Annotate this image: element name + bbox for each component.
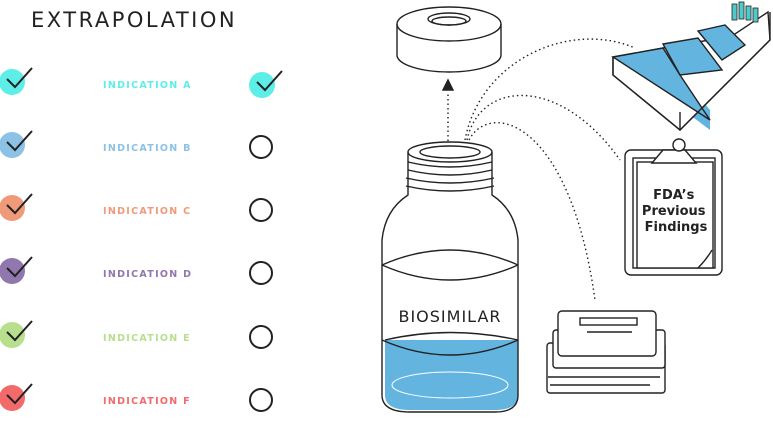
indication-row: INDICATION B — [0, 128, 300, 168]
bottle-label: BIOSIMILAR — [398, 307, 501, 326]
bottle-cap-icon — [396, 6, 502, 73]
biosimilar-bottle-icon: BIOSIMILAR — [381, 141, 519, 413]
checkmark-icon — [4, 318, 34, 349]
indication-label: INDICATION D — [103, 269, 193, 280]
reference-check-dot — [0, 69, 25, 95]
reference-check-dot — [0, 195, 25, 221]
extrapolation-illustration: BIOSIMILAR FDA’s Previous Findings — [381, 1, 771, 413]
indication-label: INDICATION A — [103, 80, 192, 91]
checkmark-icon — [254, 68, 284, 99]
indication-label: INDICATION F — [103, 396, 191, 407]
reference-check-dot — [0, 132, 25, 158]
books-stack-icon — [546, 310, 666, 394]
dotted-connectors — [464, 38, 636, 301]
reference-check-dot — [0, 385, 25, 411]
indication-label: INDICATION C — [103, 206, 192, 217]
reference-check-dot — [0, 258, 25, 284]
checkmark-icon — [4, 381, 34, 412]
clipboard-line-2: Previous — [642, 204, 706, 219]
stairs-icon — [611, 1, 771, 131]
empty-circle-icon[interactable] — [249, 325, 273, 349]
svg-text:FDA’s Previous Fin: FDA’s Previous Findings — [642, 188, 710, 235]
empty-circle-icon[interactable] — [249, 135, 273, 159]
empty-circle-icon[interactable] — [249, 388, 273, 412]
people-icon — [731, 1, 759, 23]
clipboard-line-1: FDA’s — [653, 188, 694, 203]
checkmark-icon — [4, 128, 34, 159]
indication-row: INDICATION E — [0, 318, 300, 358]
indication-row: INDICATION D — [0, 254, 300, 294]
indication-label: INDICATION E — [103, 333, 191, 344]
clipboard-line-3: Findings — [645, 220, 708, 235]
indication-row: INDICATION C — [0, 191, 300, 231]
indication-row: INDICATION A — [0, 65, 300, 105]
page-title: EXTRAPOLATION — [31, 8, 238, 32]
clipboard-icon: FDA’s Previous Findings — [624, 138, 723, 276]
reference-check-dot — [0, 322, 25, 348]
arrow-up-icon — [441, 78, 455, 150]
indication-row: INDICATION F — [0, 381, 300, 421]
indication-label: INDICATION B — [103, 143, 192, 154]
checkmark-icon — [4, 65, 34, 96]
checkmark-icon — [4, 254, 34, 285]
empty-circle-icon[interactable] — [249, 198, 273, 222]
checkmark-icon — [4, 191, 34, 222]
empty-circle-icon[interactable] — [249, 261, 273, 285]
